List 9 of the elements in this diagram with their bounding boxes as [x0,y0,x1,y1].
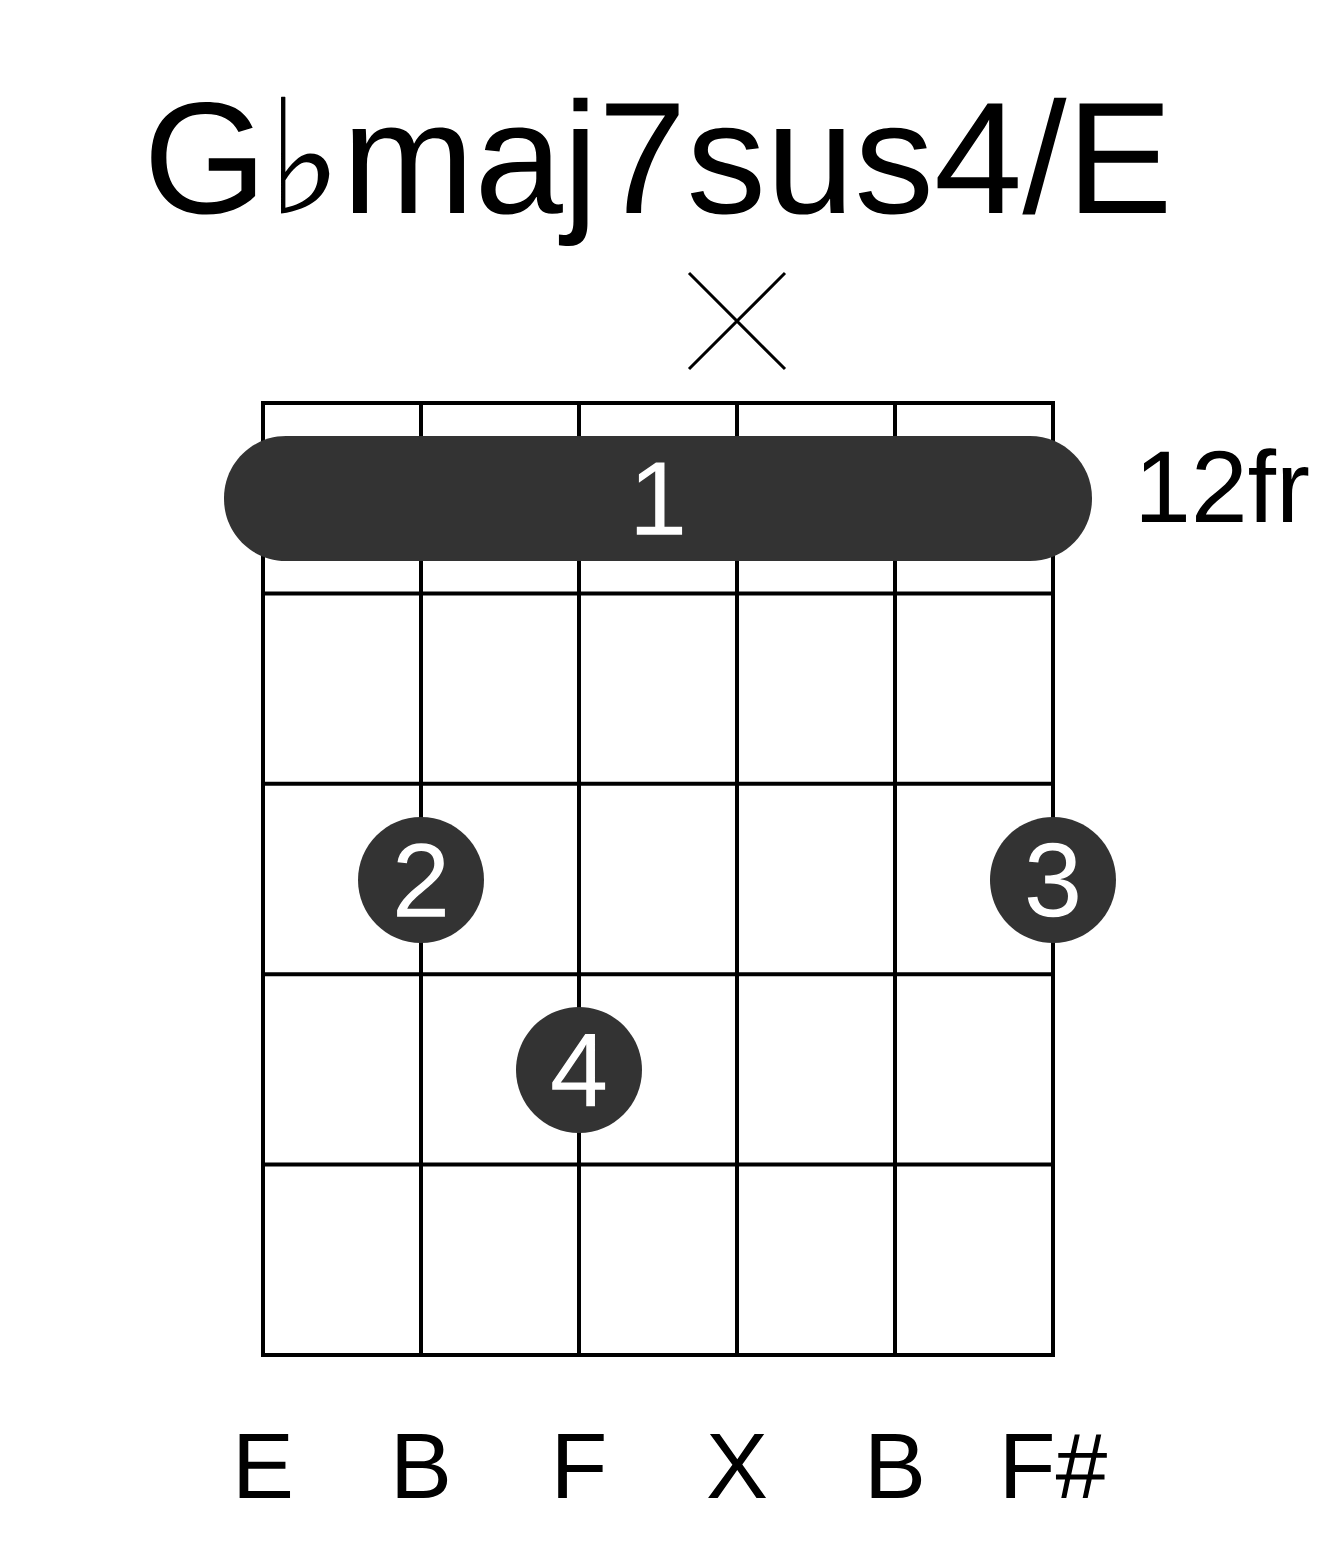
string-note-label: F [558,1434,604,1498]
barre-bar: 1 [224,436,1092,561]
chord-title: G♭maj7sus4/E [151,96,1166,246]
string-note-label: F# [1006,1434,1107,1498]
string-note-label: B [871,1434,922,1498]
fret-number-label: 12fr [1141,448,1309,522]
string-note-label: X [708,1434,767,1498]
string-note-label: E [239,1434,290,1498]
string-note-label: B [397,1434,448,1498]
